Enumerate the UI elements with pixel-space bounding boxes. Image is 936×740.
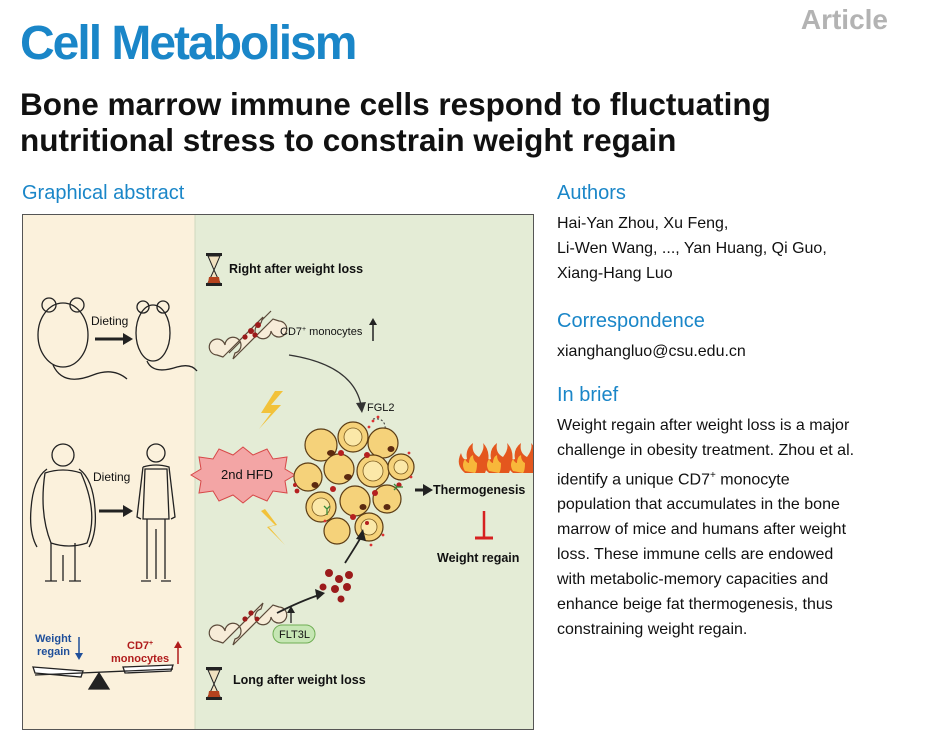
correspondence-heading: Correspondence [557,310,705,332]
authors-line-2: Li-Wen Wang, ..., Yan Huang, Qi Guo, [557,240,827,257]
graphical-abstract-heading: Graphical abstract [22,182,185,204]
in-brief-line-3a: identify a unique CD7 [557,471,710,489]
in-brief-line-1: Weight regain after weight loss is a maj… [557,417,850,434]
scale-cd7-sup: + [149,640,153,647]
fgl2-dots [323,415,413,547]
balance-scale-icon [32,664,174,690]
obese-person-icon [29,443,97,582]
weight-down-arrowhead-icon [75,653,83,660]
in-brief-line-5: marrow of mice and humans after weight [557,521,847,539]
authors-line-3: Xiang-Hang Luo [557,265,673,282]
dieting-arrowhead-human-icon [123,505,133,517]
in-brief-line-6: loss. These immune cells are endowed [557,546,834,564]
lean-mouse-icon [135,300,198,372]
bone-to-monocyte-arrow-icon [276,594,320,614]
lightning-bolt-bottom-icon [261,509,285,545]
hourglass-bottom-icon [206,667,222,700]
in-brief-line-3: identify a unique CD7+ monocyte [557,463,902,492]
graphical-abstract-figure: Dieting Dieting Weight regain CD7+ [22,214,534,730]
hourglass-top-icon [206,253,222,286]
thermogenesis-label: Thermogenesis [433,483,525,497]
in-brief-line-3-sup: + [709,470,716,481]
in-brief-line-9: constraining weight regain. [557,621,748,639]
monocyte-cluster-bottom [319,569,353,603]
thermogenesis-arrowhead-icon [423,484,433,496]
bone-to-fat-arrowhead-icon [356,402,366,413]
beige-adipocytes [311,427,409,536]
fgl2-label: FGL2 [367,402,395,414]
correspondence-email[interactable]: xianghangluo@csu.edu.cn [557,343,746,360]
flt3l-receptors [323,483,403,515]
authors-heading: Authors [557,182,626,204]
dieting-arrowhead-mouse-icon [123,333,133,345]
paper-title-line-2: nutritional stress to constrain weight r… [20,122,677,158]
in-brief-line-2: challenge in obesity treatment. Zhou et … [557,442,855,459]
bone-to-fat-arrow-icon [288,354,362,406]
second-hfd-label: 2nd HFD [221,467,273,482]
bone-bottom-monocytes [242,610,260,622]
flt3l-pill [272,624,316,644]
cd7-top-rest: monocytes [306,326,363,338]
long-after-weight-loss-label: Long after weight loss [233,673,366,687]
cd7-top-sup: + [302,326,306,333]
scale-cd7-text: CD7 [127,640,149,652]
flt3l-label: FLT3L [279,629,310,641]
obese-mouse-icon [37,297,128,380]
authors-section: Authors Hai-Yan Zhou, Xu Feng, Li-Wen Wa… [557,182,827,286]
cd7-up-arrowhead-icon [174,641,182,648]
correspondence-section: Correspondence xianghangluo@csu.edu.cn [557,310,746,364]
journal-title[interactable]: Cell Metabolism [20,17,357,70]
paper-title-line-1: Bone marrow immune cells respond to fluc… [20,86,771,122]
weight-regain-label: Weight regain [437,551,519,565]
lean-person-icon [136,443,176,582]
bone-to-monocyte-arrowhead-icon [315,589,325,600]
scale-weight-label-1: Weight [35,633,72,645]
second-hfd-burst-icon [190,446,296,504]
authors-line-1: Hai-Yan Zhou, Xu Feng, [557,215,729,232]
left-panel-background [23,215,195,729]
scale-monocytes-label: monocytes [111,653,169,665]
right-after-weight-loss-label: Right after weight loss [229,262,363,276]
flame-icons [458,443,533,473]
in-brief-text: Weight regain after weight loss is a maj… [557,413,902,642]
bone-top-monocytes [242,322,261,340]
in-brief-heading: In brief [557,384,619,406]
article-tag: Article [800,4,888,35]
adipose-tissue-cluster [293,421,415,545]
flt3l-up-arrowhead-icon [287,606,295,613]
fat-monocytes [293,450,402,525]
paper-title: Bone marrow immune cells respond to fluc… [20,86,920,158]
in-brief-section: In brief Weight regain after weight loss… [557,384,902,642]
cd7-top-up-arrowhead-icon [369,318,377,325]
bone-bottom-icon [208,602,288,646]
scale-cd7-label: CD7+ [127,640,153,652]
authors-list[interactable]: Hai-Yan Zhou, Xu Feng, Li-Wen Wang, ...,… [557,211,827,286]
cd7-top-text: CD7 [280,326,302,338]
scale-weight-label-2: regain [37,646,70,658]
in-brief-line-8: enhance beige fat thermogenesis, thus [557,596,833,614]
in-brief-line-4: population that accumulates in the bone [557,496,840,514]
lightning-bolt-top-icon [259,391,283,429]
monocyte-to-fat-arrowhead-icon [356,529,366,541]
cd7-monocytes-top-label: CD7+ monocytes [280,326,363,338]
dieting-label-mouse: Dieting [91,314,128,328]
in-brief-line-7: with metabolic-memory capacities and [557,571,829,589]
adipocyte-nuclei [311,446,395,510]
in-brief-line-3b: monocyte [715,471,790,489]
dieting-label-human: Dieting [93,470,130,484]
